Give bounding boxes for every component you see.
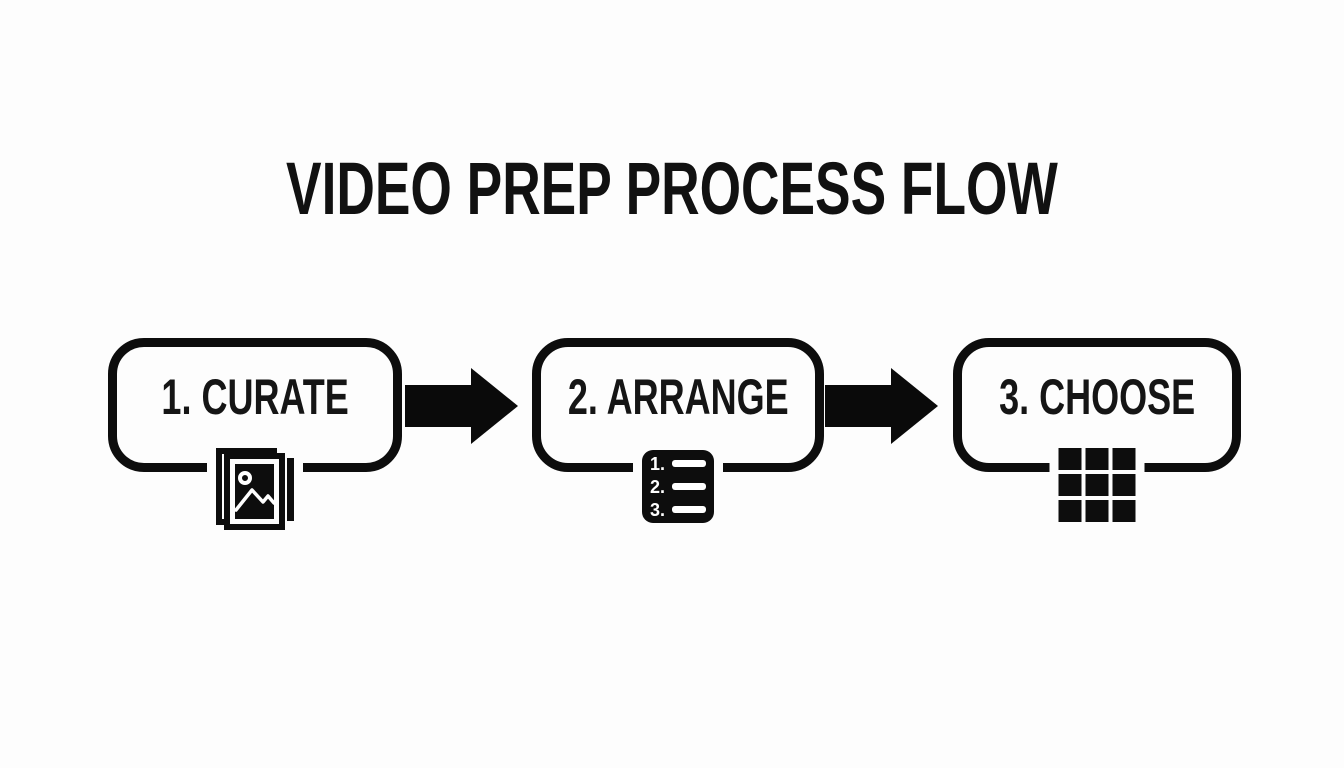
step-box-choose: 3. CHOOSE xyxy=(953,338,1241,522)
step-box-curate: 1. CURATE xyxy=(108,338,402,530)
page-title-text: VIDEO PREP PROCESS FLOW xyxy=(286,147,1058,230)
page-title: VIDEO PREP PROCESS FLOW xyxy=(0,152,1344,226)
stacked-photos-icon xyxy=(207,448,303,530)
step-box-arrange: 2. ARRANGE 1. 2. 3. xyxy=(532,338,824,523)
step-label: 1. CURATE xyxy=(161,369,349,425)
grid-icon xyxy=(1049,448,1145,522)
grid-cell xyxy=(1085,500,1109,522)
grid-cell xyxy=(1112,500,1136,522)
list-number: 3. xyxy=(650,499,666,520)
step-label: 3. CHOOSE xyxy=(998,369,1196,425)
list-line xyxy=(672,506,706,513)
arrow-head xyxy=(471,368,518,444)
grid-cell xyxy=(1112,448,1136,470)
arrow-head xyxy=(891,368,938,444)
grid-cell xyxy=(1058,448,1082,470)
grid-cell xyxy=(1058,474,1082,496)
numbered-list-icon: 1. 2. 3. xyxy=(633,450,723,523)
grid-cell xyxy=(1112,474,1136,496)
grid-cell xyxy=(1085,448,1109,470)
arrow-shaft xyxy=(405,385,473,427)
arrow-shaft xyxy=(825,385,893,427)
numbered-list-icon-body: 1. 2. 3. xyxy=(642,450,714,523)
grid-cell xyxy=(1085,474,1109,496)
list-row: 1. xyxy=(650,455,706,473)
list-row: 2. xyxy=(650,478,706,496)
grid-icon-body xyxy=(1058,448,1136,522)
step-label: 2. ARRANGE xyxy=(567,369,789,425)
list-row: 3. xyxy=(650,501,706,519)
list-line xyxy=(672,460,706,467)
list-number: 2. xyxy=(650,476,666,497)
stacked-photos-icon-svg xyxy=(216,448,294,530)
list-number: 1. xyxy=(650,453,666,474)
arrow-right-icon xyxy=(825,368,938,444)
grid-cell xyxy=(1058,500,1082,522)
list-line xyxy=(672,483,706,490)
arrow-right-icon xyxy=(405,368,518,444)
